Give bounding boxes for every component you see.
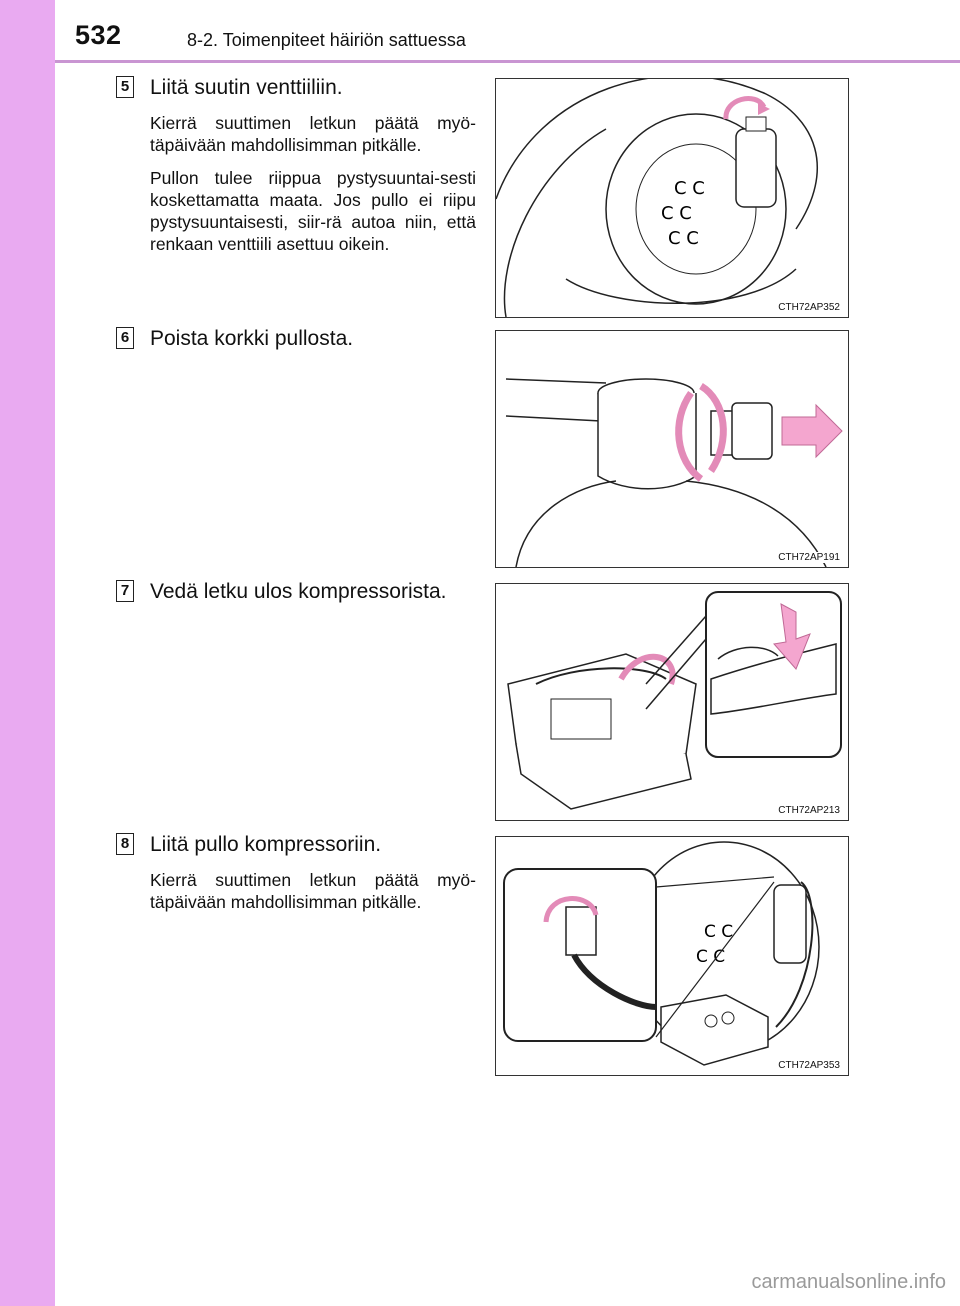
step-badge-7: 7 <box>116 580 134 602</box>
svg-text:C C: C C <box>696 947 725 967</box>
figure-code: CTH72AP353 <box>776 1060 842 1071</box>
svg-text:C C: C C <box>668 228 699 249</box>
section-title: 8-2. Toimenpiteet häiriön sattuessa <box>187 30 466 50</box>
watermark: carmanualsonline.info <box>751 1271 946 1293</box>
figure-valve-connect: C C C C C C CTH72AP352 <box>495 78 849 318</box>
bottle-cap-illustration <box>505 378 843 567</box>
step-badge-6: 6 <box>116 327 134 349</box>
figure-connect-bottle: C C C C CTH72AP353 <box>495 836 849 1076</box>
step-5-paragraph-2: Pullon tulee riippua pystysuuntai-sesti … <box>150 168 476 254</box>
step-heading-7: Vedä letku ulos kompressorista. <box>150 580 447 603</box>
step-heading-8: Liitä pullo kompressoriin. <box>150 833 382 856</box>
step-badge-8: 8 <box>116 833 134 855</box>
figure-remove-cap: CTH72AP191 <box>495 330 849 568</box>
bottle-compressor-illustration: C C C C <box>503 841 820 1066</box>
step-5-paragraph-1: Kierrä suuttimen letkun päätä myö-täpäiv… <box>150 113 476 155</box>
step-heading-5: Liitä suutin venttiiliin. <box>150 76 343 99</box>
figure-code: CTH72AP213 <box>776 805 842 816</box>
figure-code: CTH72AP352 <box>776 302 842 313</box>
figure-code: CTH72AP191 <box>776 552 842 563</box>
step-8-paragraph-1: Kierrä suuttimen letkun päätä myö-täpäiv… <box>150 870 476 912</box>
compressor-hose-illustration <box>507 591 842 810</box>
tire-bottle-illustration: C C C C C C <box>496 79 819 317</box>
figure-pull-hose: CTH72AP213 <box>495 583 849 821</box>
header-rule <box>55 60 960 63</box>
svg-text:C C: C C <box>704 922 733 942</box>
page-header <box>55 0 960 62</box>
side-tab-bar <box>0 0 55 1306</box>
step-badge-5: 5 <box>116 76 134 98</box>
svg-text:C C: C C <box>661 203 692 224</box>
step-heading-6: Poista korkki pullosta. <box>150 327 354 350</box>
svg-text:C C: C C <box>674 178 705 199</box>
page-number: 532 <box>75 20 122 50</box>
